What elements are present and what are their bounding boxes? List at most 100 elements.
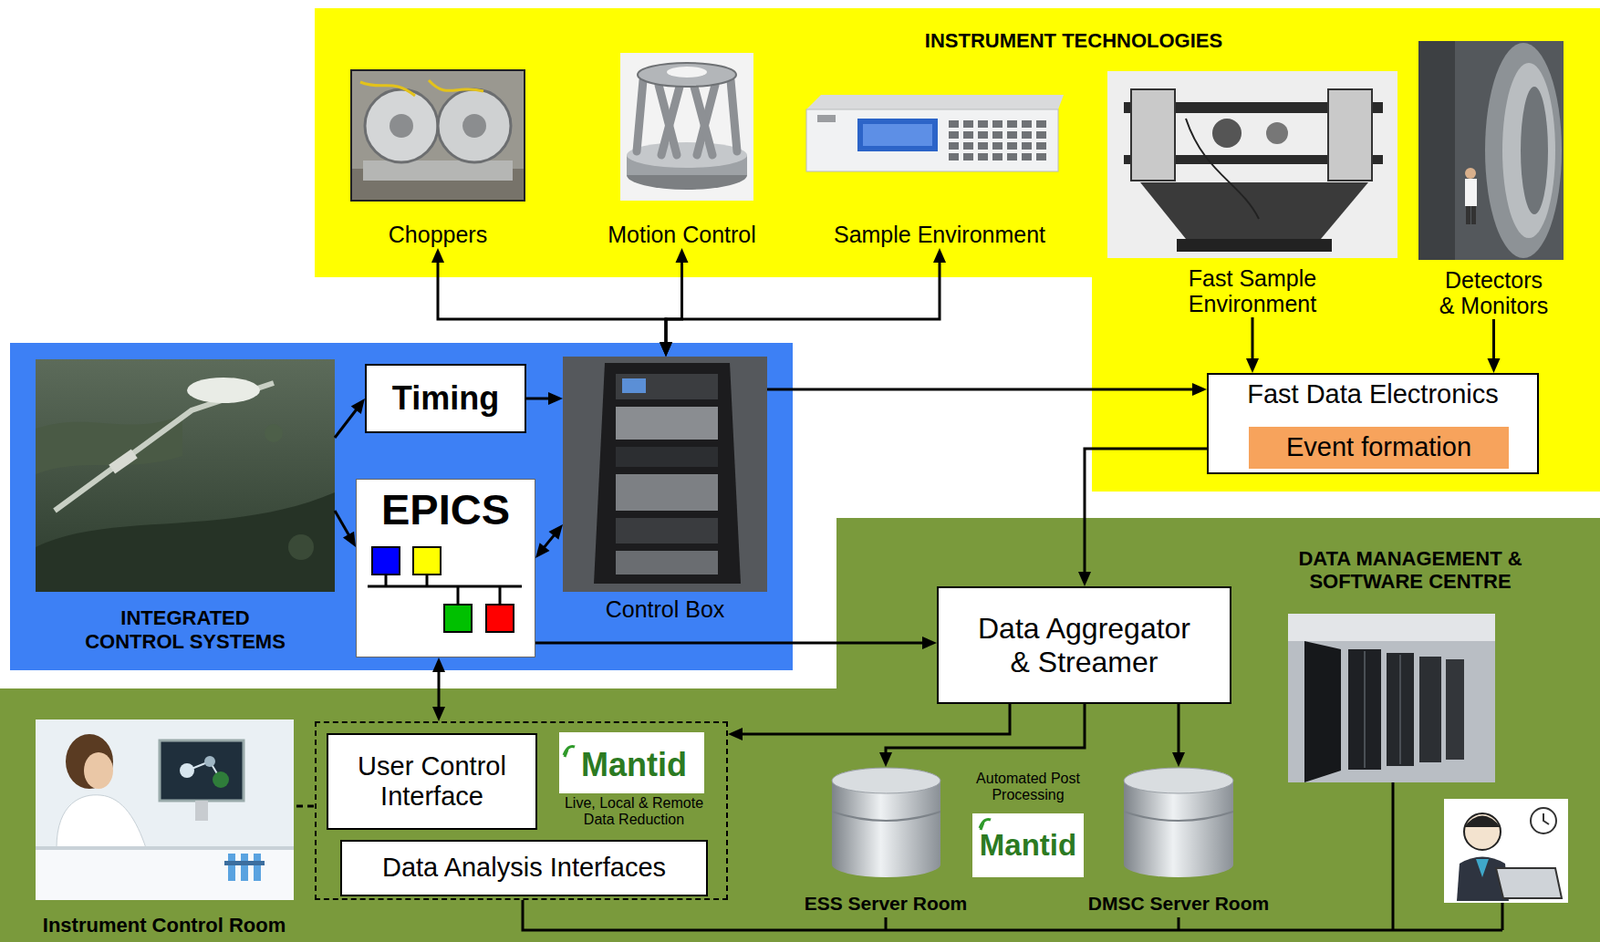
detector-photo (1471, 206, 1476, 225)
control-room-photo (35, 846, 294, 851)
hexapod-photo (694, 86, 713, 156)
epics-network-icon (444, 604, 472, 633)
motion-node: Motion Control (602, 52, 762, 249)
fast-sample-environment-photo (1131, 89, 1175, 181)
server-room-photo (1304, 641, 1341, 783)
hexapod-photo (626, 142, 748, 168)
highlight-box: Event formation (1248, 426, 1509, 469)
connector-line (334, 407, 359, 438)
ess-site-aerial-photo (35, 492, 335, 593)
fast-sample-environment-photo (1212, 118, 1242, 148)
control-room-photo (240, 853, 249, 882)
epics-network-icon (413, 547, 441, 575)
fast-sample-environment-photo (1176, 238, 1332, 252)
database-label: DMSC Server Room (1088, 893, 1269, 915)
ess-site-aerial-photo (288, 534, 314, 561)
chopper-photo (360, 80, 484, 96)
control-room-photo (253, 853, 261, 882)
epics-network-icon (367, 574, 522, 605)
photo-caption: Fast Sample Environment (1161, 265, 1344, 319)
mantid-node: MantidLive, Local & Remote Data Reductio… (547, 734, 721, 837)
logo-text: Mantid (979, 813, 1077, 878)
database-cylinder (831, 768, 941, 878)
connector-line (767, 388, 1196, 392)
process-box: Fast Data ElectronicsEvent formation (1206, 373, 1539, 475)
database-cylinder (1123, 851, 1234, 878)
process-box: User Control Interface (326, 733, 538, 831)
fast-sample-node: Fast Sample Environment (1107, 71, 1398, 318)
controller-photo (862, 124, 933, 146)
region-heading: DATA MANAGEMENT & SOFTWARE CENTRE (1282, 547, 1538, 594)
logo-text: Mantid (581, 734, 687, 796)
arrowhead (659, 342, 673, 357)
detector-photo (1464, 178, 1477, 207)
detector-node: Detectors & Monitors (1418, 41, 1569, 320)
control-room-photo (179, 763, 195, 779)
logo-text: EPICS (381, 485, 510, 535)
controller-photo (857, 118, 938, 152)
database-cylinder (1123, 768, 1234, 878)
detector-photo (1418, 41, 1455, 260)
box-label: Data Aggregator & Streamer (966, 612, 1204, 680)
hexapod-photo (637, 62, 737, 87)
user-icon (1543, 813, 1549, 825)
detector-photo (1520, 86, 1549, 215)
hexapod-photo (661, 86, 680, 156)
process-box: Timing (364, 363, 527, 434)
user-icon (1475, 859, 1489, 878)
control-systems-band (10, 342, 793, 671)
detector-photo (1418, 41, 1564, 260)
control-rack-photo (615, 406, 718, 440)
database-cylinder (1123, 768, 1234, 794)
connector-line (437, 668, 441, 711)
controller-photo (806, 94, 1064, 110)
photo-caption: Instrument Control Room (42, 914, 286, 937)
ess-site-aerial-photo (108, 448, 137, 474)
server-room-photo (1364, 651, 1401, 769)
control-room-photo (195, 800, 208, 821)
region-heading: INSTRUMENT TECHNOLOGIES (845, 29, 1302, 52)
arrowhead (548, 524, 563, 541)
fast-sample-environment-photo (1328, 89, 1372, 181)
hexapod-photo (636, 80, 738, 156)
hexapod-photo (636, 80, 644, 152)
connector-line (1492, 319, 1496, 363)
fast-sample-environment-photo (1266, 122, 1289, 145)
user-icon (1444, 799, 1569, 904)
user-icon (1444, 799, 1569, 904)
user-icon (1530, 808, 1557, 834)
detector-photo (1502, 62, 1556, 239)
mantid-logo (972, 813, 1084, 878)
connector-line (535, 642, 926, 645)
arrowhead (535, 542, 551, 559)
photo-caption: Sample Environment (833, 221, 1046, 249)
database-cylinder (831, 811, 941, 821)
epics-network-icon (372, 547, 400, 575)
ess-site-aerial-photo (54, 383, 274, 511)
server-room-photo (1288, 613, 1496, 783)
detector-photo (1485, 42, 1562, 259)
connector-line (1176, 704, 1180, 757)
mantid-node: Automated Post ProcessingMantid (967, 770, 1089, 885)
chopper-photo (351, 70, 525, 201)
chopper-node: Choppers (346, 70, 530, 249)
detector-photo (1464, 167, 1476, 179)
fast-sample-environment-photo (1185, 118, 1259, 219)
control-room-photo (35, 719, 294, 901)
control-rack-photo (615, 474, 718, 511)
photo-caption: Detectors & Monitors (1436, 267, 1551, 321)
photo-caption: Control Box (605, 596, 726, 624)
photo-caption: Motion Control (607, 221, 757, 249)
logo-caption: Automated Post Processing (967, 770, 1089, 805)
data-region: DATA MANAGEMENT & SOFTWARE CENTRE Data Ag… (0, 518, 1600, 942)
hexapod-photo (620, 52, 754, 201)
arrowhead (432, 657, 446, 673)
server-room-photo (1419, 656, 1442, 763)
connector (526, 392, 563, 406)
epics-network-icon (486, 604, 514, 633)
region-fill (0, 518, 1600, 942)
control-room-photo (65, 734, 114, 790)
detector-photo (1465, 206, 1471, 225)
box-label: Fast Data Electronics (1246, 379, 1499, 410)
mantid-logo (563, 746, 575, 758)
